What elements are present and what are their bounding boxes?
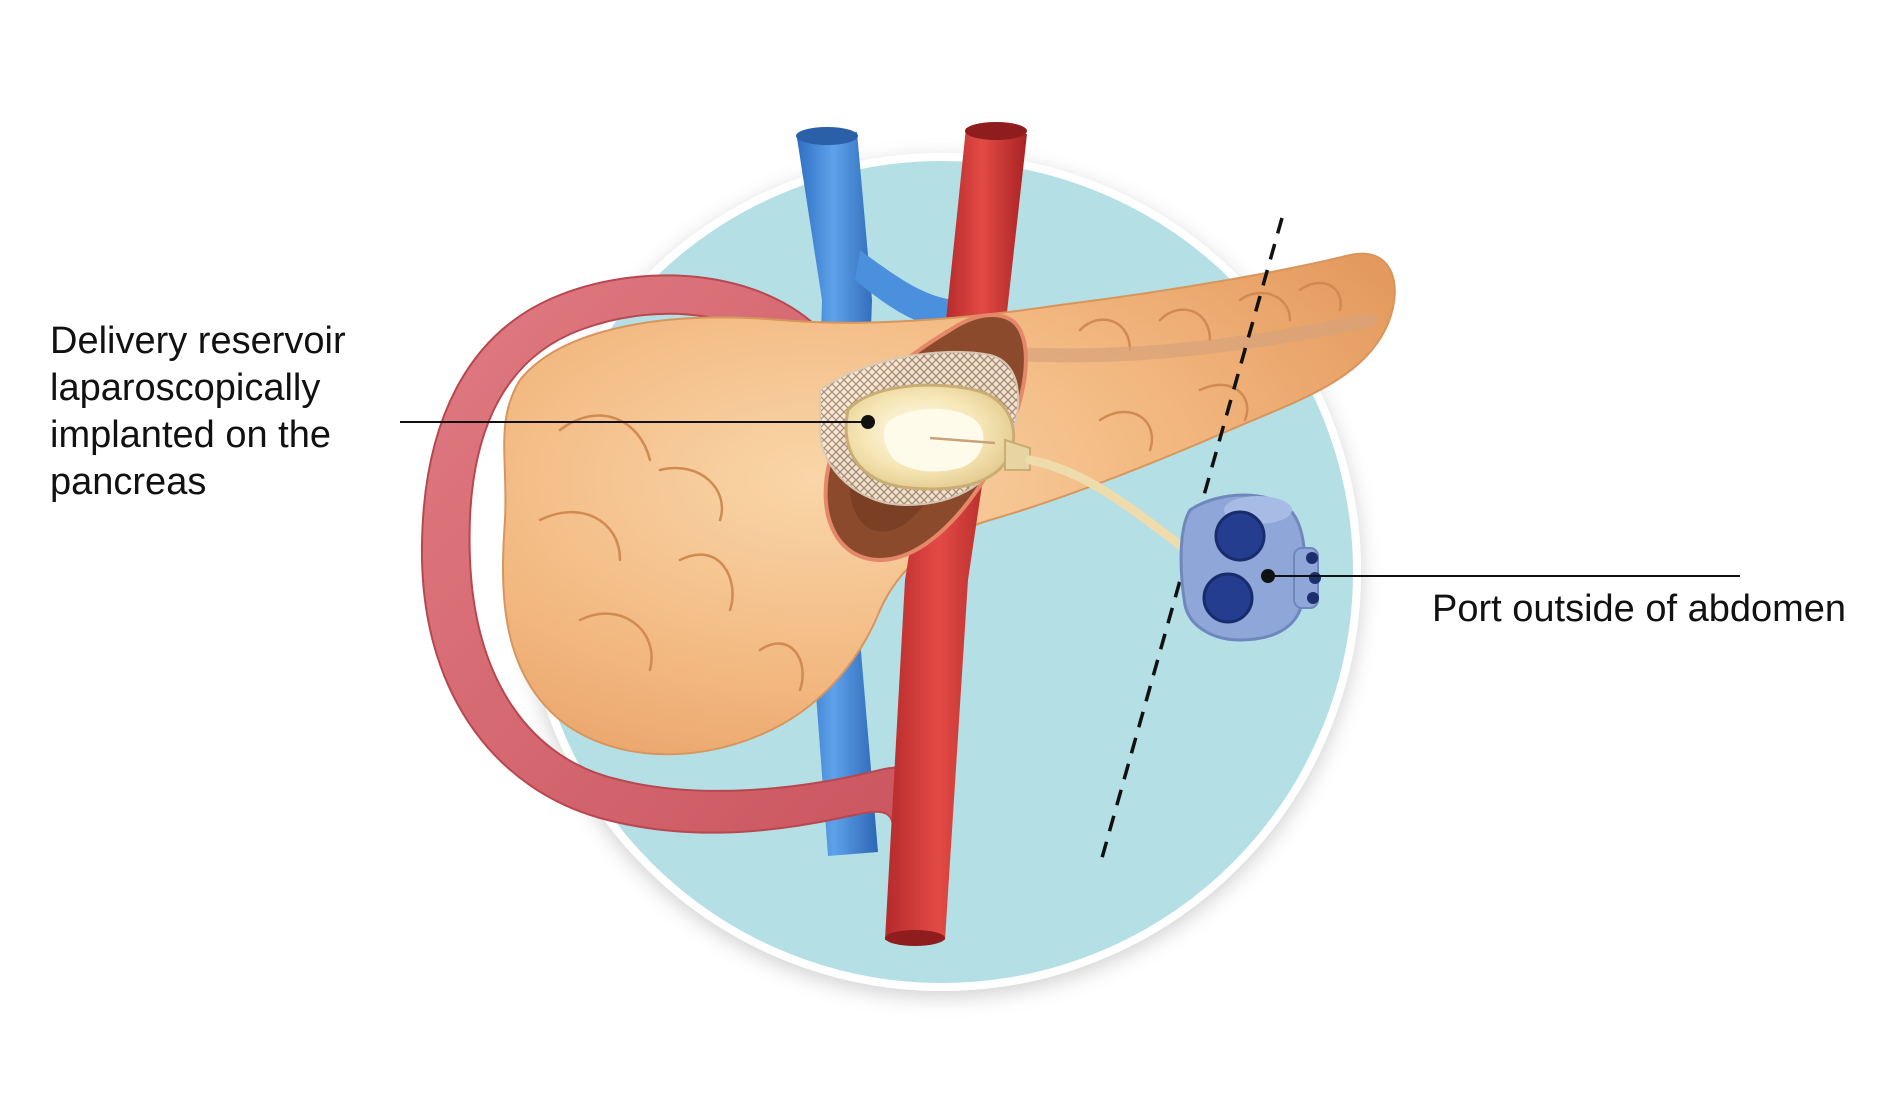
reservoir-label-line-1: Delivery reservoir bbox=[50, 320, 346, 362]
reservoir-label-line-4: pancreas bbox=[50, 461, 207, 503]
delivery-reservoir bbox=[844, 383, 1031, 491]
port-well-lower bbox=[1202, 572, 1254, 624]
port-label: Port outside of abdomen bbox=[1432, 588, 1847, 630]
port-well-upper bbox=[1214, 510, 1266, 562]
port-device bbox=[1179, 493, 1321, 642]
reservoir-label-line-3: implanted on the bbox=[50, 414, 331, 456]
reservoir-callout-dot bbox=[861, 415, 875, 429]
artery-upper bbox=[945, 122, 1027, 330]
reservoir-label: Delivery reservoir laparoscopically impl… bbox=[50, 318, 410, 506]
port-callout-dot bbox=[1261, 569, 1275, 583]
reservoir-label-line-2: laparoscopically bbox=[50, 367, 321, 409]
